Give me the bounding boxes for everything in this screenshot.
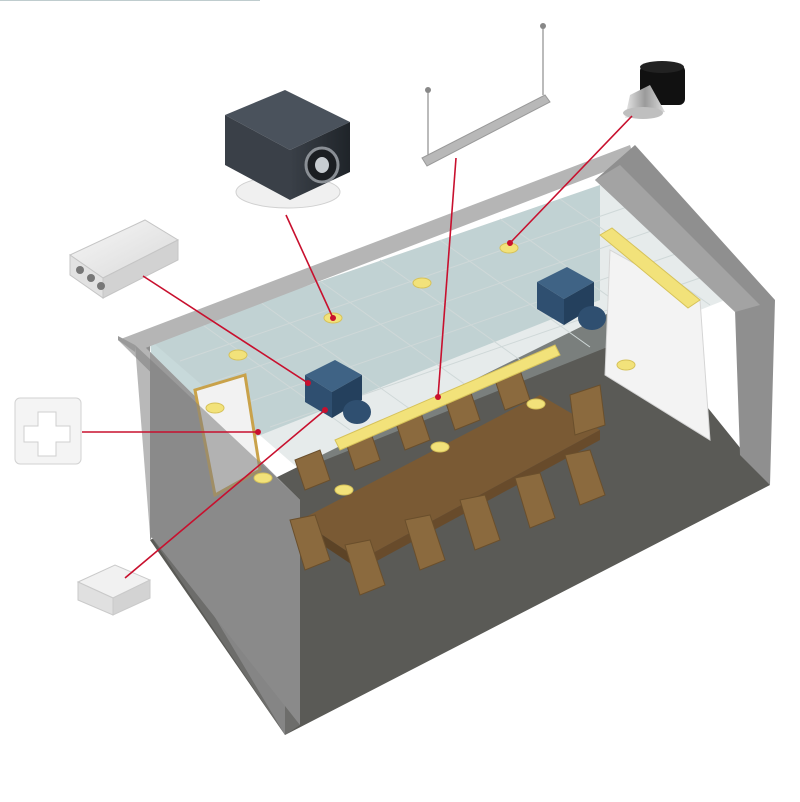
- back-wall-face: [118, 336, 135, 352]
- wall-switch-icon: [14, 397, 82, 465]
- downlights: [205, 242, 636, 496]
- glass-wall: [0, 0, 600, 475]
- leader-lines: [82, 115, 633, 579]
- projector-cube-icon: [225, 90, 350, 209]
- right-wall: [595, 145, 775, 485]
- back-wall-top: [118, 145, 635, 352]
- projector-right: [537, 267, 606, 330]
- room-floor: [150, 305, 770, 735]
- front-wall-section: [135, 345, 300, 735]
- linear-pendant-icon: [421, 23, 551, 167]
- junction-box-icon: [76, 564, 152, 616]
- screen-light-bar: [599, 227, 701, 309]
- controller-box-icon: [69, 219, 180, 299]
- spotlight-icon: [623, 61, 685, 119]
- ceiling-light-bar: [334, 344, 561, 451]
